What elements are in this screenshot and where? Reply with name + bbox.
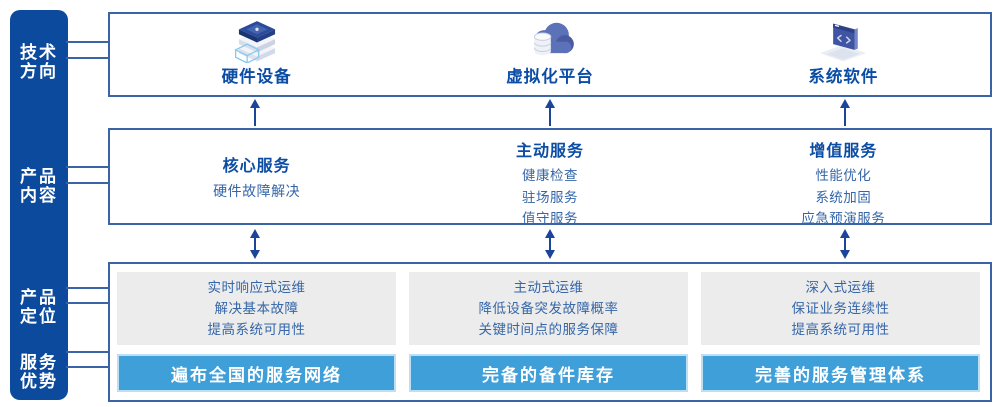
sidebar-label-line: 服务 <box>20 353 58 372</box>
positioning-text-box: 实时响应式运维 解决基本故障 提高系统可用性 <box>117 272 396 345</box>
sidebar-label-line: 产品 <box>20 167 58 186</box>
service-line: 硬件故障解决 <box>213 183 301 199</box>
positioning-line: 实时响应式运维 <box>207 280 306 295</box>
service-line: 驻场服务 <box>521 189 578 205</box>
advantage-banner: 完善的服务管理体系 <box>701 354 980 392</box>
positioning-line: 深入式运维 <box>805 280 876 295</box>
positioning-col-realtime: 实时响应式运维 解决基本故障 提高系统可用性 遍布全国的服务网络 <box>117 272 396 400</box>
positioning-col-proactive: 主动式运维 降低设备突发故障概率 关键时间点的服务保障 完备的备件库存 <box>409 272 688 400</box>
sidebar: 技术方向 产品内容 产品定位 服务优势 <box>10 10 68 400</box>
positioning-line: 保证业务连续性 <box>791 301 890 316</box>
positioning-line: 主动式运维 <box>513 280 584 295</box>
tech-item-hardware: 硬件设备 <box>110 14 403 95</box>
sidebar-label-product-content: 产品内容 <box>10 167 68 205</box>
up-arrow-icon <box>108 99 403 126</box>
positioning-line: 解决基本故障 <box>214 301 299 316</box>
tech-item-virtualization: 虚拟化平台 <box>403 14 696 95</box>
sidebar-label-service-advantage: 服务优势 <box>10 353 68 391</box>
sidebar-label-line: 方向 <box>20 62 58 81</box>
service-title: 增值服务 <box>809 143 878 160</box>
service-proactive: 主动服务 健康检查 驻场服务 值守服务 <box>403 130 696 226</box>
positioning-text-box: 深入式运维 保证业务连续性 提高系统可用性 <box>701 272 980 345</box>
service-title: 主动服务 <box>515 143 584 160</box>
tech-item-label: 系统软件 <box>808 68 879 86</box>
up-arrow-icon <box>697 99 992 126</box>
software-screen-icon <box>820 23 867 62</box>
advantage-banner: 完备的备件库存 <box>409 354 688 392</box>
connector-line <box>66 182 110 184</box>
server-stack-icon <box>233 21 275 63</box>
sidebar-label-tech-direction: 技术方向 <box>10 43 68 81</box>
connector-line <box>66 41 110 43</box>
positioning-text-box: 主动式运维 降低设备突发故障概率 关键时间点的服务保障 <box>409 272 688 345</box>
connector-line <box>66 287 110 289</box>
service-title: 核心服务 <box>222 158 291 175</box>
connector-line <box>66 57 110 59</box>
sidebar-label-line: 优势 <box>20 372 58 391</box>
positioning-line: 降低设备突发故障概率 <box>478 301 619 316</box>
tech-direction-box: 硬件设备 虚拟化平台 系统软件 <box>108 12 992 97</box>
connector-line <box>66 166 110 168</box>
positioning-line: 提高系统可用性 <box>207 322 306 337</box>
tech-item-label: 硬件设备 <box>221 68 292 86</box>
positioning-box: 实时响应式运维 解决基本故障 提高系统可用性 遍布全国的服务网络 主动式运维 降… <box>108 262 992 402</box>
double-arrow-icon <box>697 229 992 259</box>
sidebar-label-line: 技术 <box>20 43 58 62</box>
arrow-band-up <box>108 99 992 126</box>
arrow-band-double <box>108 229 992 259</box>
positioning-col-indepth: 深入式运维 保证业务连续性 提高系统可用性 完善的服务管理体系 <box>701 272 980 400</box>
positioning-line: 提高系统可用性 <box>791 322 890 337</box>
service-line: 性能优化 <box>815 168 872 183</box>
connector-line <box>66 366 110 368</box>
sidebar-label-line: 产品 <box>20 288 58 307</box>
service-line: 应急预演服务 <box>801 211 886 226</box>
service-line: 值守服务 <box>521 211 578 226</box>
up-arrow-icon <box>403 99 698 126</box>
connector-line <box>66 351 110 353</box>
sidebar-label-line: 内容 <box>20 186 58 205</box>
sidebar-label-product-positioning: 产品定位 <box>10 288 68 326</box>
tech-item-system-software: 系统软件 <box>697 14 990 95</box>
product-content-box: 核心服务 硬件故障解决 主动服务 健康检查 驻场服务 值守服务 增值服务 性能优… <box>108 128 992 226</box>
service-value-added: 增值服务 性能优化 系统加固 应急预演服务 <box>697 130 990 226</box>
connector-line <box>66 302 110 304</box>
cloud-database-icon <box>533 22 574 56</box>
double-arrow-icon <box>108 229 403 259</box>
service-core: 核心服务 硬件故障解决 <box>110 130 403 223</box>
service-line: 系统加固 <box>815 189 872 205</box>
sidebar-label-line: 定位 <box>20 307 58 326</box>
positioning-line: 关键时间点的服务保障 <box>478 322 619 337</box>
advantage-banner: 遍布全国的服务网络 <box>117 354 396 392</box>
double-arrow-icon <box>403 229 698 259</box>
service-line: 健康检查 <box>521 168 578 183</box>
tech-item-label: 虚拟化平台 <box>506 68 594 86</box>
